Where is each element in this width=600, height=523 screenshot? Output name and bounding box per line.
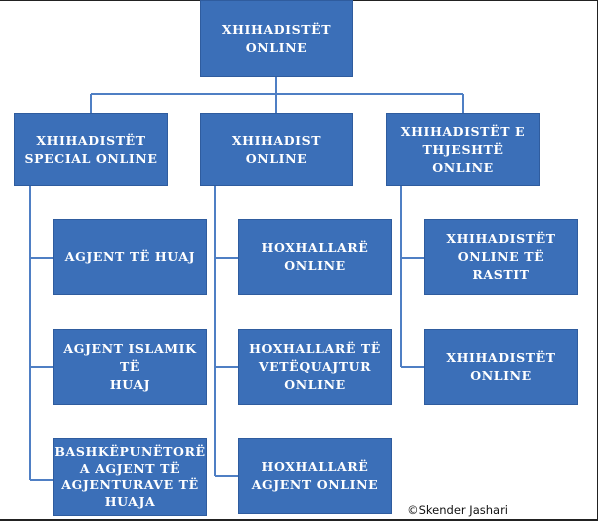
leaf-hoxhallare-agjent: HOXHALLARË AGJENT ONLINE (238, 438, 392, 514)
leaf-bashkepunetore: BASHKËPUNËTORË A AGJENT TË AGJENTURAVE T… (53, 438, 207, 516)
branch-node-thjeshte: XHIHADISTËT E THJESHTË ONLINE (386, 113, 540, 186)
leaf-agjent-islamik: AGJENT ISLAMIK TË HUAJ (53, 329, 207, 405)
branch-node-xhihadist: XHIHADIST ONLINE (200, 113, 353, 186)
leaf-agjent-te-huaj: AGJENT TË HUAJ (53, 219, 207, 295)
branch-node-special: XHIHADISTËT SPECIAL ONLINE (14, 113, 168, 186)
leaf-xhihadistet-rastit: XHIHADISTËT ONLINE TË RASTIT (424, 219, 578, 295)
leaf-xhihadistet-online: XHIHADISTËT ONLINE (424, 329, 578, 405)
copyright-credit: ©Skender Jashari (407, 503, 508, 517)
leaf-hoxhallare-vetequajtur: HOXHALLARË TË VETËQUAJTUR ONLINE (238, 329, 392, 405)
leaf-hoxhallare-online: HOXHALLARË ONLINE (238, 219, 392, 295)
root-node: XHIHADISTËT ONLINE (200, 0, 353, 77)
